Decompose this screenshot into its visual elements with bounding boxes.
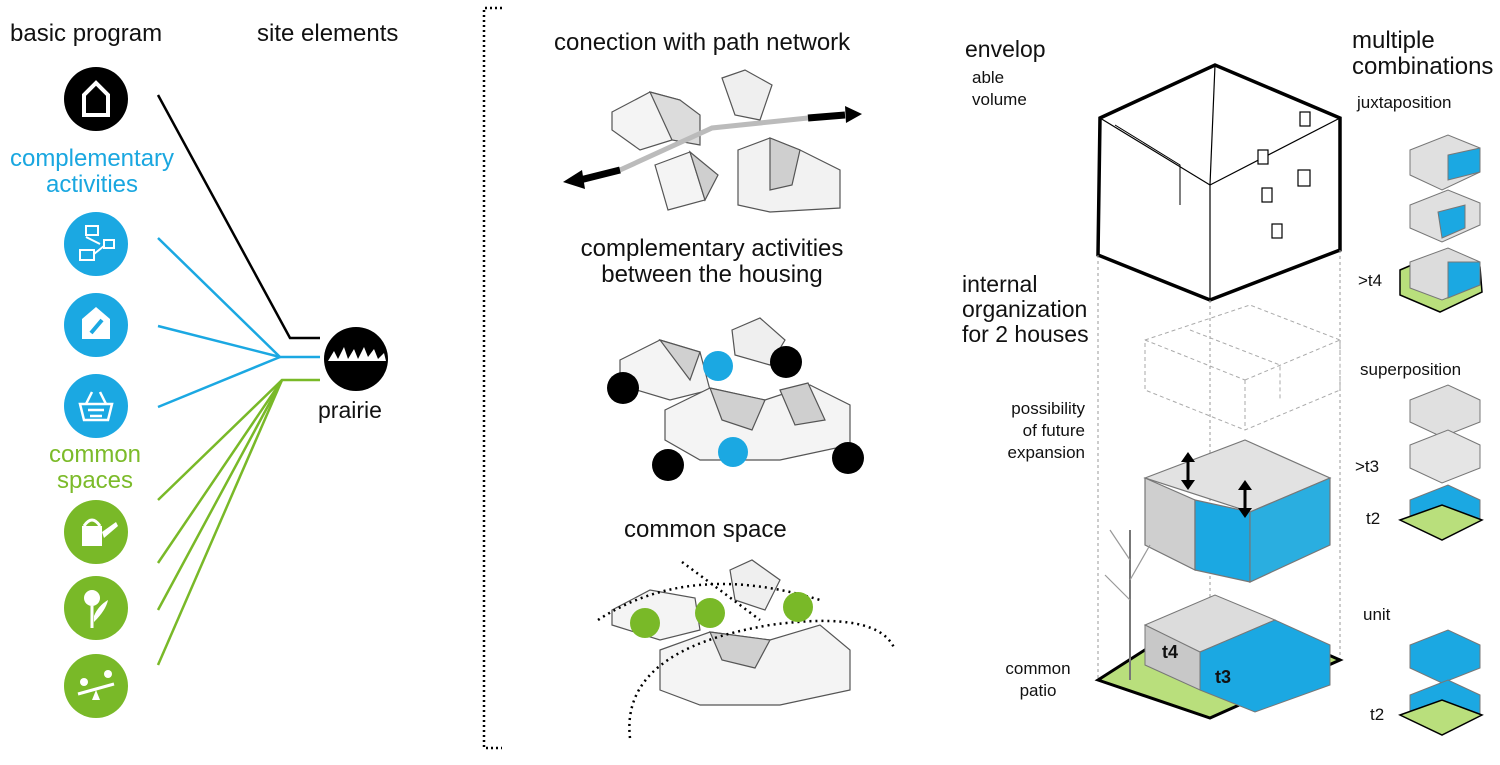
complementary-activities-label: complementary activities xyxy=(9,145,175,198)
t2-label-unit: t2 xyxy=(1370,705,1385,724)
house-tools-icon xyxy=(64,293,128,357)
t2-label-superposition: t2 xyxy=(1366,509,1381,528)
path-network-heading: conection with path network xyxy=(554,29,851,56)
common-spaces-label: common spaces xyxy=(48,441,142,494)
future-expansion-label: possibility of future expansion xyxy=(1007,399,1085,463)
common-space-drawing xyxy=(597,559,897,739)
patio-drawing xyxy=(1094,529,1344,720)
prairie-icon xyxy=(324,327,388,391)
flower-icon xyxy=(64,576,128,640)
prairie-label: prairie xyxy=(318,397,382,423)
seesaw-icon xyxy=(64,654,128,718)
internal-organization-label: internal organization for 2 houses xyxy=(962,271,1089,347)
basic-program-heading: basic program xyxy=(10,20,163,47)
laptops-icon xyxy=(64,212,128,276)
site-elements-heading: site elements xyxy=(257,20,399,47)
path-network-drawing xyxy=(563,69,862,213)
t4-label: t4 xyxy=(1162,642,1179,662)
superposition-label: superposition xyxy=(1360,360,1462,379)
gt4-label: >t4 xyxy=(1358,271,1383,290)
watering-can-icon xyxy=(64,500,128,564)
multiple-combinations-heading: multiple combinations xyxy=(1352,27,1494,80)
internal-organization-drawing xyxy=(1144,304,1341,431)
activities-heading: complementary activities between the hou… xyxy=(580,235,844,288)
unit-label: unit xyxy=(1363,605,1391,624)
juxtaposition-label: juxtaposition xyxy=(1357,93,1452,112)
house-icon xyxy=(64,67,128,131)
expansion-drawing xyxy=(1143,439,1332,583)
t3-label: t3 xyxy=(1215,667,1232,687)
envelope-drawing xyxy=(1096,63,1342,302)
gt3-label: >t3 xyxy=(1355,457,1380,476)
able-volume-label: able volume xyxy=(972,68,1027,110)
activities-drawing xyxy=(607,317,864,481)
common-patio-label: common patio xyxy=(1005,659,1071,701)
basket-icon xyxy=(64,374,128,438)
combination-drawings xyxy=(1398,134,1484,736)
common-space-heading: common space xyxy=(624,516,787,543)
dotted-bracket xyxy=(482,6,502,750)
connector-lines xyxy=(156,94,320,666)
envelop-heading: envelop xyxy=(965,36,1046,62)
